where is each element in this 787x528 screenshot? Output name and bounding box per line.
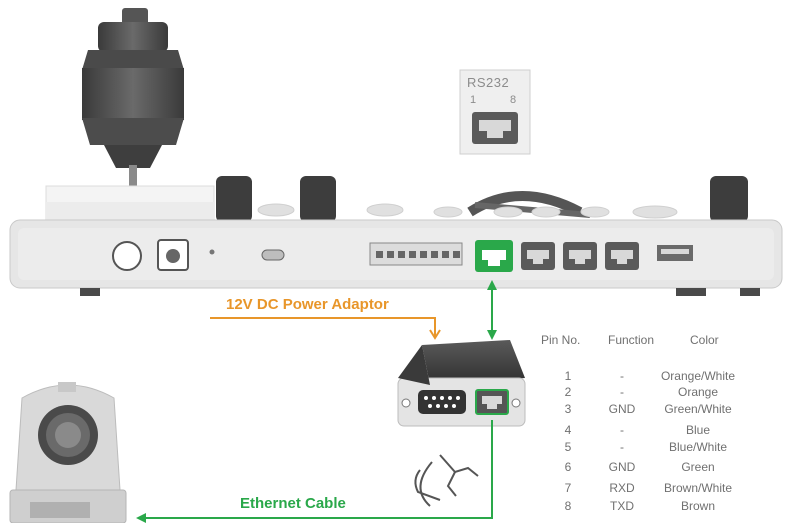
function-header: Function bbox=[608, 333, 655, 347]
down-arrow-icon bbox=[487, 330, 497, 340]
crimp-tool-icon bbox=[414, 454, 479, 507]
power-arrow-icon bbox=[429, 329, 441, 340]
up-arrow-icon bbox=[487, 280, 497, 290]
rs232-pin-left: 1 bbox=[470, 94, 477, 106]
power-cable-line bbox=[210, 317, 436, 336]
rs232-ethernet-converter bbox=[397, 340, 526, 427]
ethernet-cable-line bbox=[144, 420, 493, 519]
pin-function-cell: GND bbox=[608, 402, 636, 416]
pin-header: Pin No. bbox=[541, 333, 581, 347]
pin-function-cell: - bbox=[620, 369, 624, 383]
pin-number-cell: 5 bbox=[564, 440, 572, 454]
pin-number-cell: 6 bbox=[564, 460, 572, 474]
pin-number-cell: 3 bbox=[564, 402, 572, 416]
pin-function-cell: GND bbox=[608, 460, 636, 474]
pin-color-cell: Orange bbox=[677, 385, 719, 399]
pin-number-cell: 4 bbox=[564, 423, 572, 437]
pin-number-cell: 2 bbox=[564, 385, 572, 399]
pin-color-cell: Orange/White bbox=[660, 369, 736, 383]
pin-number-cell: 1 bbox=[564, 369, 572, 383]
pin-function-cell: - bbox=[620, 423, 624, 437]
pin-color-cell: Green/White bbox=[664, 402, 732, 416]
ptz-camera bbox=[9, 382, 127, 524]
color-header: Color bbox=[690, 333, 719, 347]
ethernet-cable-label: Ethernet Cable bbox=[240, 495, 346, 512]
pin-color-cell: Blue bbox=[685, 423, 711, 437]
power-adaptor-label: 12V DC Power Adaptor bbox=[226, 296, 389, 313]
pin-function-cell: RXD bbox=[609, 481, 635, 495]
rs232-inset bbox=[459, 69, 531, 155]
keyboard-top-surface bbox=[45, 176, 748, 223]
pin-function-cell: - bbox=[620, 385, 624, 399]
pin-number-cell: 8 bbox=[564, 499, 572, 513]
rs232-port-highlight bbox=[475, 240, 513, 272]
pin-color-cell: Brown bbox=[680, 499, 715, 513]
rs232-title: RS232 bbox=[467, 75, 510, 90]
left-arrow-icon bbox=[136, 513, 146, 523]
pin-color-cell: Blue/White bbox=[668, 440, 728, 454]
pin-function-cell: TXD bbox=[610, 499, 634, 513]
pin-color-cell: Green bbox=[681, 460, 715, 474]
keyboard-rear-panel bbox=[9, 219, 783, 296]
rs232-pin-right: 8 bbox=[510, 94, 517, 106]
joystick bbox=[82, 8, 184, 190]
pin-function-cell: - bbox=[620, 440, 624, 454]
pin-number-cell: 7 bbox=[564, 481, 572, 495]
pin-color-cell: Brown/White bbox=[663, 481, 733, 495]
